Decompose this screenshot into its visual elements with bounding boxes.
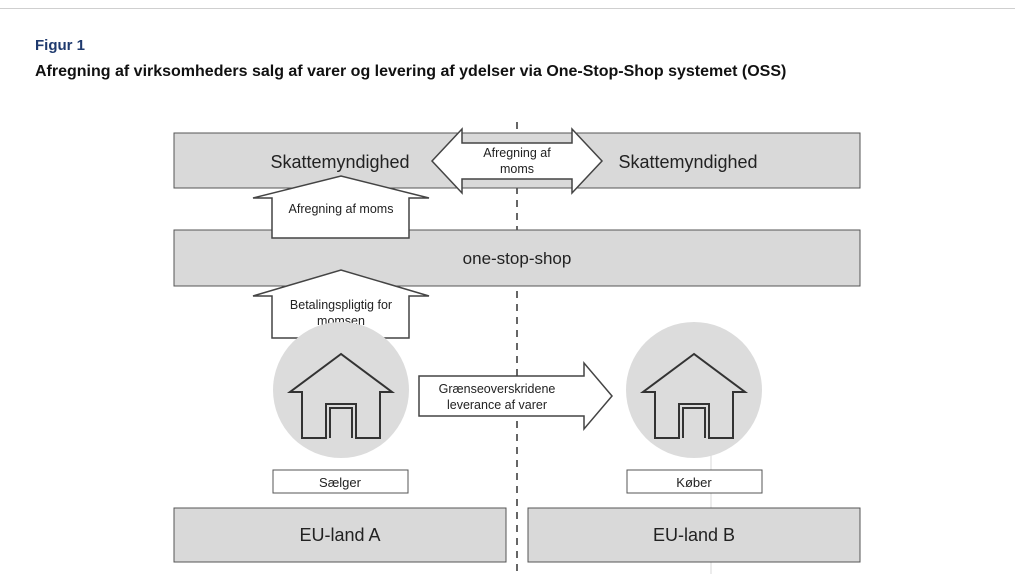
country-a-box <box>173 507 507 563</box>
country-b-label: EU-land B <box>653 525 735 545</box>
delivery-label-2: leverance af varer <box>447 398 547 412</box>
settle-vat-up-arrow <box>252 175 430 239</box>
figure-label: Figur 1 <box>35 37 86 54</box>
vat-exchange-label-1: Afregning af <box>483 146 551 160</box>
delivery-label-1: Grænseoverskridene <box>439 382 556 396</box>
settle-vat-label: Afregning af moms <box>289 202 394 216</box>
tax-authority-left: Skattemyndighed <box>270 152 409 172</box>
vat-liable-up-arrow <box>252 269 430 339</box>
seller-label-box <box>272 469 409 494</box>
one-stop-shop-label: one-stop-shop <box>463 249 572 268</box>
vat-exchange-double-arrow <box>430 127 604 195</box>
one-stop-shop-box <box>173 229 861 287</box>
buyer-label: Køber <box>676 475 712 490</box>
tax-authority-right: Skattemyndighed <box>618 152 757 172</box>
top-divider <box>0 8 1015 9</box>
seller-label: Sælger <box>319 475 362 490</box>
seller-house-icon <box>286 352 396 439</box>
figure-title: Afregning af virksomheders salg af varer… <box>35 63 787 80</box>
vat-liable-label-1: Betalingspligtig for <box>290 298 392 312</box>
buyer-label-box <box>626 469 763 494</box>
country-b-box <box>527 507 861 563</box>
seller-circle <box>273 322 409 458</box>
delivery-right-arrow <box>418 360 613 432</box>
country-a-label: EU-land A <box>299 525 380 545</box>
buyer-house-icon <box>639 352 749 439</box>
vat-exchange-label-2: moms <box>500 162 534 176</box>
buyer-circle <box>626 322 762 458</box>
